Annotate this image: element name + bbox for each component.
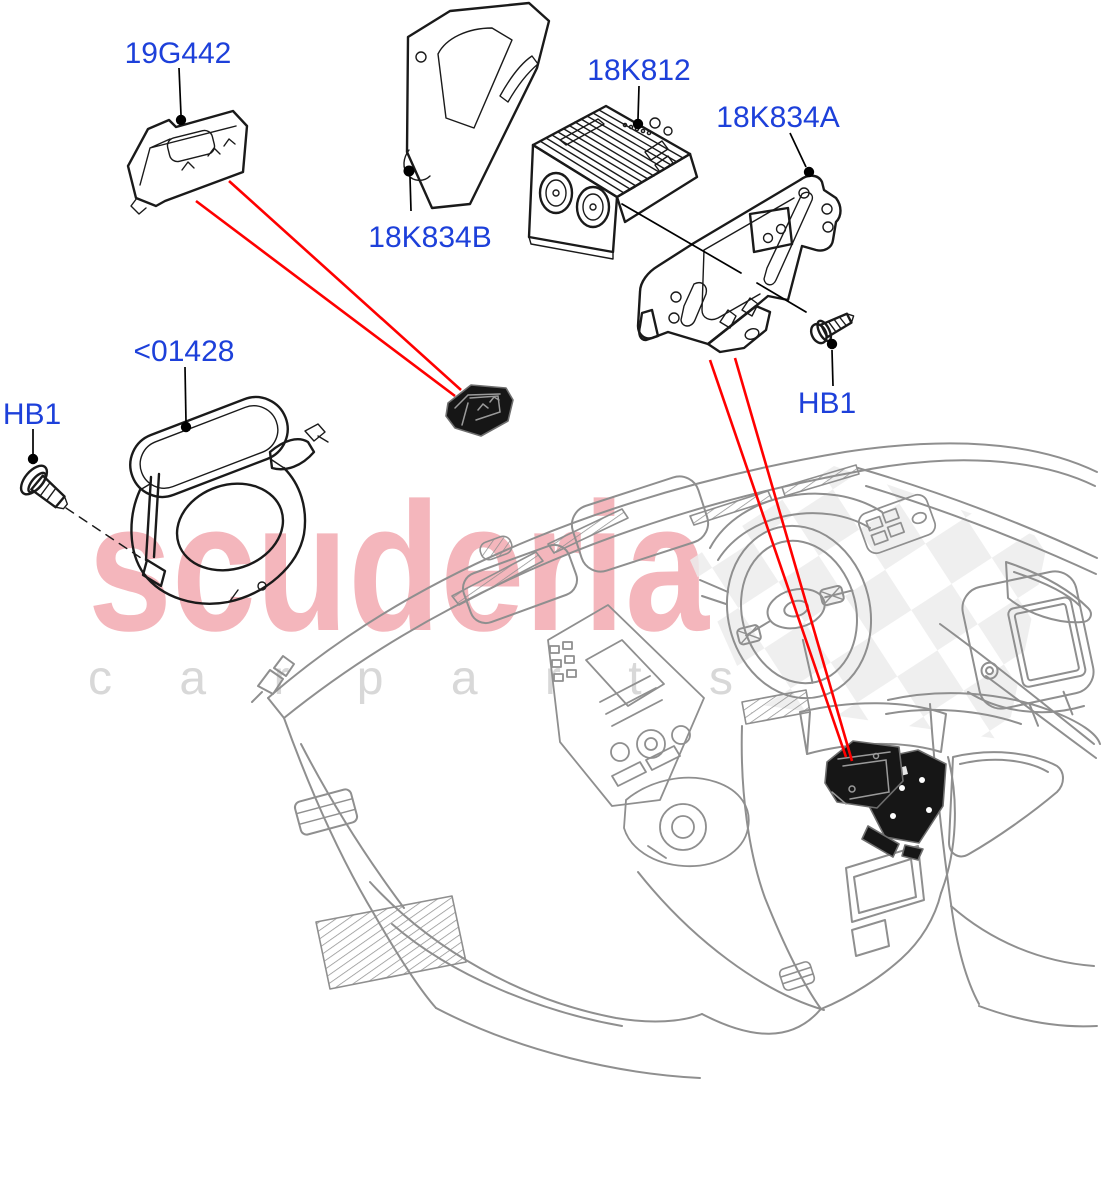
leader-dot bbox=[403, 165, 415, 177]
speaker-drawing bbox=[129, 395, 329, 605]
part-label-hb1-right[interactable]: HB1 bbox=[798, 387, 856, 420]
red-reference-line bbox=[733, 357, 854, 762]
red-reference-lines bbox=[195, 180, 854, 762]
rotary-shifter-sketch bbox=[623, 776, 750, 867]
part-label-19g442[interactable]: 19G442 bbox=[125, 37, 232, 70]
part-label-hb1-left[interactable]: HB1 bbox=[3, 398, 61, 431]
leader-dot bbox=[27, 453, 39, 465]
red-reference-line bbox=[708, 359, 848, 758]
dash-trim-panels bbox=[461, 475, 710, 625]
head-unit-drawing bbox=[527, 104, 699, 260]
center-stack-sketch bbox=[547, 604, 705, 807]
leader-dot bbox=[175, 114, 187, 126]
leader-dot bbox=[803, 166, 815, 178]
car-interior-sketch bbox=[251, 442, 1101, 1079]
glovebox-sketch bbox=[283, 717, 703, 1079]
bracket-plate-drawing bbox=[403, 1, 551, 210]
defroster-vents bbox=[451, 464, 860, 606]
amplifier-drawing bbox=[126, 109, 249, 215]
seat-sketch bbox=[637, 692, 1101, 1028]
red-reference-line bbox=[228, 180, 462, 391]
dash-speaker-grille-sketch bbox=[479, 535, 513, 561]
door-panel-sketch bbox=[857, 467, 1098, 759]
center-console-sketch bbox=[740, 689, 956, 1010]
leader-lines bbox=[27, 67, 838, 465]
leader-dot bbox=[180, 421, 192, 433]
part-label-18k834b[interactable]: 18K834B bbox=[368, 221, 491, 254]
red-reference-line bbox=[195, 199, 456, 398]
part-label-18k834a[interactable]: 18K834A bbox=[716, 101, 839, 134]
dashboard-top-sketch bbox=[251, 442, 1098, 719]
headrest-display-sketch bbox=[961, 570, 1095, 727]
installed-amplifier-drawing bbox=[445, 384, 514, 437]
part-labels: 19G442 18K812 18K834A 18K834B <01428 HB1… bbox=[3, 37, 856, 431]
part-label-01428[interactable]: <01428 bbox=[134, 335, 235, 368]
leader-dot bbox=[632, 118, 644, 130]
screw-left-drawing bbox=[19, 464, 145, 561]
tunnel-line bbox=[701, 1009, 821, 1035]
installed-head-unit-drawing bbox=[824, 740, 947, 861]
steering-wheel-sketch bbox=[699, 492, 883, 700]
mounting-bracket-drawing bbox=[621, 174, 842, 354]
screw-right-drawing bbox=[809, 312, 855, 345]
part-label-18k812[interactable]: 18K812 bbox=[587, 54, 690, 87]
alignment-dashed-line bbox=[65, 507, 145, 561]
leader-dot bbox=[826, 338, 838, 350]
